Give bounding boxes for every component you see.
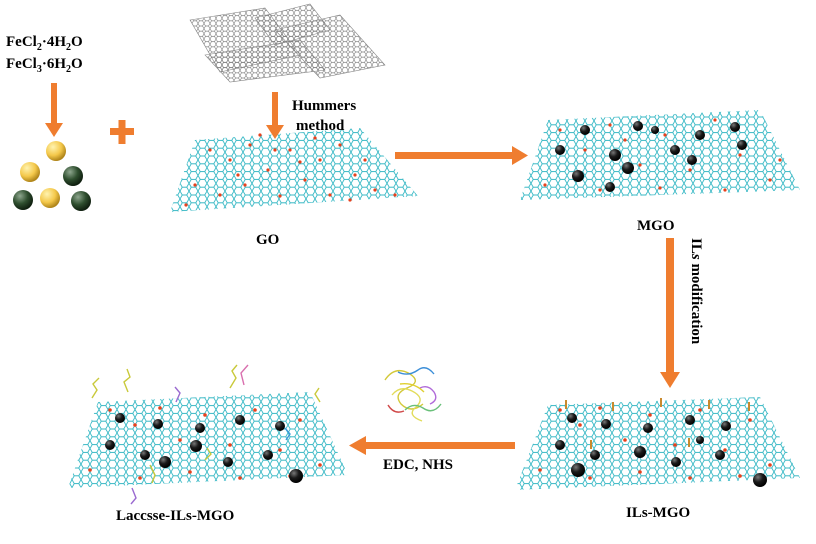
reagent-fecl2: FeCl2·4H2O [6,34,83,53]
label-mgo: MGO [637,218,675,234]
nanoparticles [555,121,747,192]
enzyme-attachments [91,364,321,505]
laccase-ils-mgo-sheet [68,364,348,505]
arrow-go-to-mgo [395,146,528,165]
step-ils-modification: ILs modification [688,238,704,345]
laccase-enzyme-icon [384,367,442,422]
arrow-mgo-to-ils-mgo [660,238,680,388]
label-go: GO [256,232,280,248]
step-coupling-reagents: EDC, NHS [383,457,454,473]
label-laccase-ils-mgo: Laccsse-ILs-MGO [116,508,235,524]
iron-oxide-spheres-icon [13,141,91,211]
reagent-fecl3: FeCl3·6H2O [6,56,83,75]
go-sheet [170,128,418,212]
step-hummers-line2: method [296,118,345,134]
label-ils-mgo: ILs-MGO [626,505,691,521]
arrow-reagents-down [45,83,63,137]
arrow-hummers-down [266,92,284,139]
plus-icon [110,120,134,144]
mgo-sheet [520,110,800,200]
ils-mgo-sheet [515,397,800,490]
oxygen-groups [184,133,397,207]
arrow-ils-mgo-to-laccase [349,436,515,455]
step-hummers-line1: Hummers [292,98,357,114]
graphene-flakes-icon [189,3,386,83]
